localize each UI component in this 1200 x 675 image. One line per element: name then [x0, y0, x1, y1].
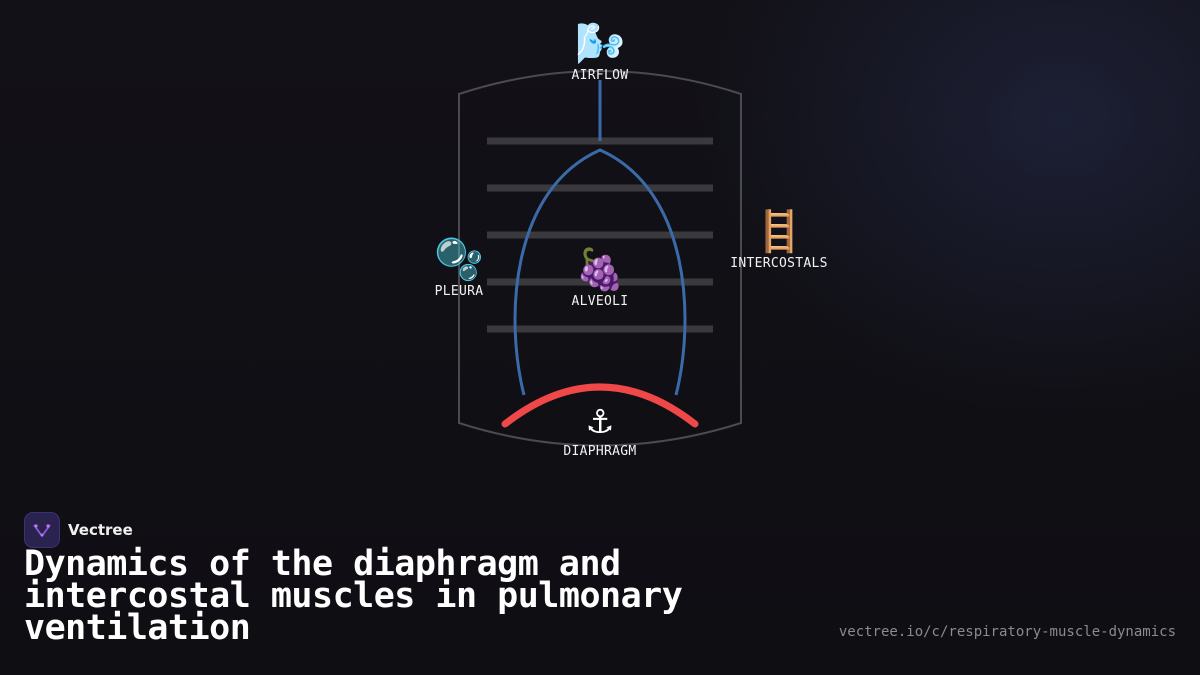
wind-icon: 🌬️	[575, 21, 625, 67]
pleura-label: PLEURA	[434, 284, 484, 299]
brand: Vectree	[24, 512, 133, 548]
source-url[interactable]: vectree.io/c/respiratory-muscle-dynamics	[838, 624, 1176, 640]
pleura-node: 🫧 PLEURA	[389, 238, 529, 299]
airflow-label: AIRFLOW	[571, 68, 629, 83]
rib-cage-outline	[458, 70, 742, 447]
intercostals-label: INTERCOSTALS	[730, 256, 828, 271]
alveoli-label: ALVEOLI	[571, 294, 629, 309]
lung-outline	[513, 148, 687, 396]
ladder-icon: 🪜	[754, 209, 804, 255]
diaphragm-label: DIAPHRAGM	[563, 444, 637, 459]
bubbles-icon: 🫧	[434, 237, 484, 283]
vectree-logo-icon	[24, 512, 60, 548]
grapes-icon: 🍇	[575, 247, 625, 293]
anchor-icon: ⚓	[587, 397, 613, 443]
alveoli-node: 🍇 ALVEOLI	[530, 248, 670, 309]
page-title: Dynamics of the diaphragm and intercosta…	[24, 544, 683, 648]
intercostals-node: 🪜 INTERCOSTALS	[709, 210, 849, 271]
diaphragm-curve	[501, 383, 699, 428]
diaphragm-node: ⚓ DIAPHRAGM	[530, 398, 670, 459]
airflow-node: 🌬️ AIRFLOW	[530, 22, 670, 83]
brand-name: Vectree	[68, 521, 133, 539]
